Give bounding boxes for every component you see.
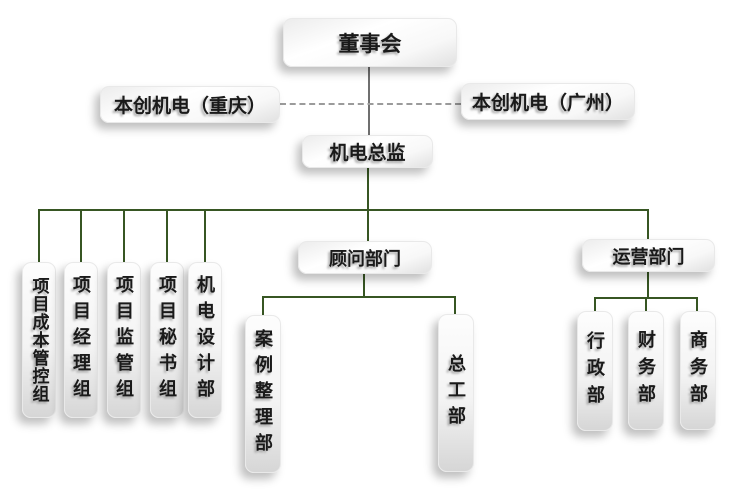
node-project-manager-group: 项目经理组 [64, 262, 98, 418]
connector-drop-case-dept [262, 296, 264, 316]
connector-drop-group-1 [38, 209, 40, 263]
connector-board-to-director [368, 67, 370, 135]
connector-drop-admin [594, 297, 596, 312]
node-director: 机电总监 [302, 135, 433, 168]
connector-drop-operations [647, 209, 649, 239]
connector-drop-finance [645, 297, 647, 312]
connector-operations-down [647, 272, 649, 299]
node-advisory-dept: 顾问部门 [298, 241, 432, 274]
node-board: 董事会 [283, 18, 457, 67]
connector-drop-advisory [367, 209, 369, 242]
connector-drop-group-3 [123, 209, 125, 263]
connector-drop-group-4 [166, 209, 168, 263]
node-affiliate-chongqing: 本创机电（重庆） [100, 86, 280, 123]
node-mech-electric-design-dept: 机电设计部 [188, 262, 222, 418]
node-case-organizing-dept: 案例整理部 [245, 315, 281, 473]
node-project-secretary-group: 项目秘书组 [150, 262, 184, 418]
node-chief-engineer-dept: 总工部 [438, 314, 474, 472]
connector-drop-business [696, 297, 698, 312]
connector-director-down [367, 168, 369, 210]
node-operations-dept: 运营部门 [582, 239, 715, 272]
node-project-supervision-group: 项目监管组 [107, 262, 141, 418]
connector-advisory-horizontal [262, 296, 456, 298]
connector-drop-group-2 [80, 209, 82, 263]
node-business-dept: 商务部 [680, 311, 716, 430]
connector-dashed-affiliates [280, 103, 461, 105]
connector-drop-group-5 [204, 209, 206, 263]
connector-main-horizontal [38, 209, 649, 211]
node-affiliate-guangzhou: 本创机电（广州） [461, 83, 635, 120]
node-admin-dept: 行政部 [577, 311, 613, 431]
node-project-cost-control-group: 项目成本管控组 [22, 262, 56, 418]
connector-advisory-down [363, 274, 365, 298]
connector-drop-chief-engineer [454, 296, 456, 315]
node-finance-dept: 财务部 [628, 311, 664, 430]
